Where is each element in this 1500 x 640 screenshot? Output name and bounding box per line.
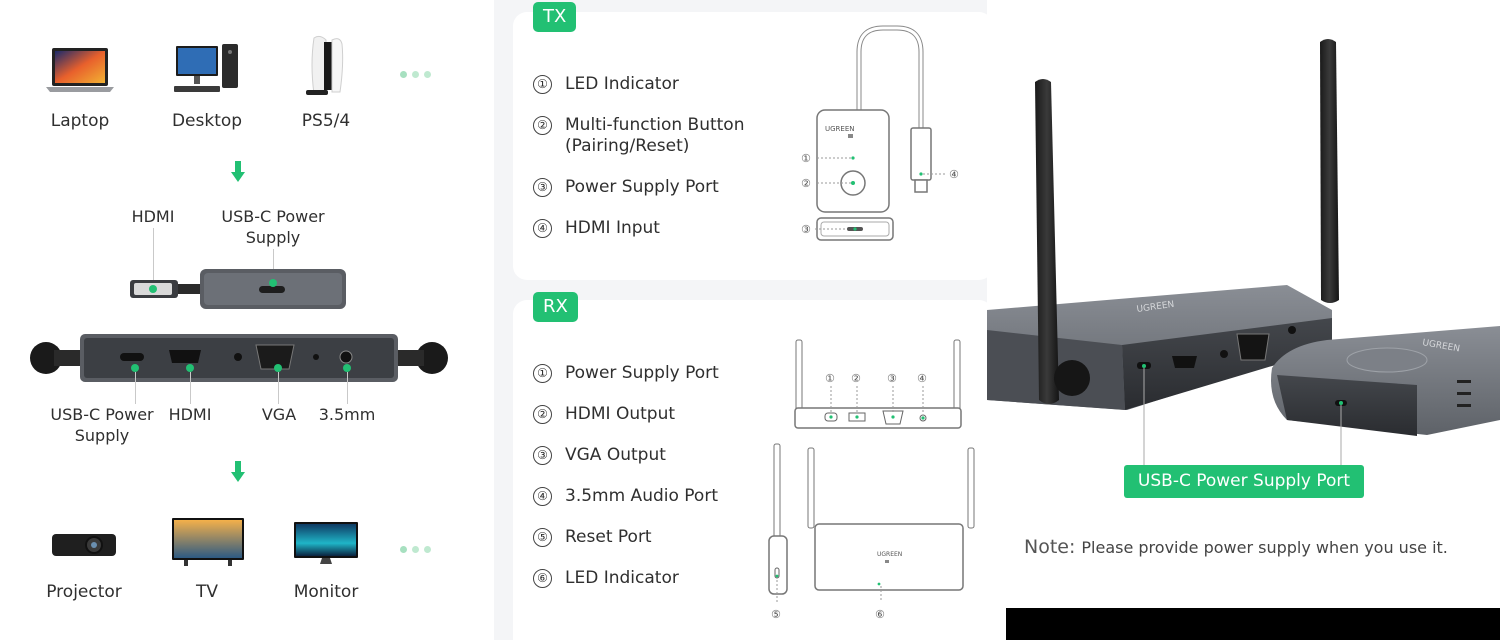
monitor-icon: [294, 522, 358, 564]
svg-text:⑥: ⑥: [875, 608, 885, 621]
arrow-down-icon: [231, 461, 245, 482]
console-icon: [306, 35, 344, 95]
rx-vga-label: VGA: [261, 405, 297, 424]
svg-text:③: ③: [801, 223, 811, 236]
rx-badge: RX: [533, 292, 578, 322]
black-bar: [1006, 608, 1500, 640]
more-displays-dots: [400, 546, 431, 553]
tv-icon: [172, 518, 244, 566]
product-photo: UGREEN UGREEN: [987, 39, 1500, 465]
svg-text:①: ①: [825, 372, 835, 385]
rx-usbc-label-line1: USB-C Power: [50, 405, 154, 424]
svg-text:④: ④: [917, 372, 927, 385]
device-label-projector: Projector: [46, 582, 122, 602]
svg-text:UGREEN: UGREEN: [825, 125, 855, 133]
rx-line-drawing: ① ② ③ ④ ⑤ UGREEN ⑥: [768, 339, 975, 621]
tx-badge: TX: [533, 2, 577, 32]
power-supply-note: Note:Please provide power supply when yo…: [1024, 536, 1448, 558]
device-label-ps5: PS5/4: [301, 111, 351, 131]
rx-audio-label: 3.5mm: [318, 405, 376, 424]
desktop-icon: [174, 44, 238, 92]
arrow-down-icon: [231, 161, 245, 182]
svg-text:①: ①: [801, 152, 811, 165]
tx-hdmi-label: HDMI: [131, 207, 175, 226]
product-photo-panel: UGREEN UGREEN: [987, 0, 1500, 640]
svg-text:②: ②: [801, 177, 811, 190]
rx-usbc-label-line2: Supply: [74, 426, 130, 445]
transmitter-device: [130, 269, 346, 309]
svg-text:③: ③: [887, 372, 897, 385]
svg-text:UGREEN: UGREEN: [877, 551, 902, 558]
rx-hdmi-label: HDMI: [168, 405, 212, 424]
tx-usbc-label-line1: USB-C Power: [221, 207, 325, 226]
svg-text:②: ②: [851, 372, 861, 385]
tx-usbc-label-line2: Supply: [245, 228, 301, 247]
device-label-tv: TV: [195, 582, 219, 602]
device-label-laptop: Laptop: [50, 111, 110, 131]
tx-line-drawing: UGREEN ① ② ④ ③: [801, 25, 959, 241]
device-label-desktop: Desktop: [171, 111, 243, 131]
svg-text:⑤: ⑤: [771, 608, 781, 621]
projector-icon: [52, 534, 116, 556]
usbc-power-port-callout: USB-C Power Supply Port: [1124, 465, 1364, 498]
device-label-monitor: Monitor: [293, 582, 359, 602]
more-sources-dots: [400, 71, 431, 78]
receiver-device: [30, 334, 448, 382]
svg-text:④: ④: [949, 168, 959, 181]
laptop-icon: [46, 48, 114, 92]
connection-diagram-panel: Laptop Desktop PS5/4 HDMI USB-C Power Su…: [0, 0, 494, 640]
